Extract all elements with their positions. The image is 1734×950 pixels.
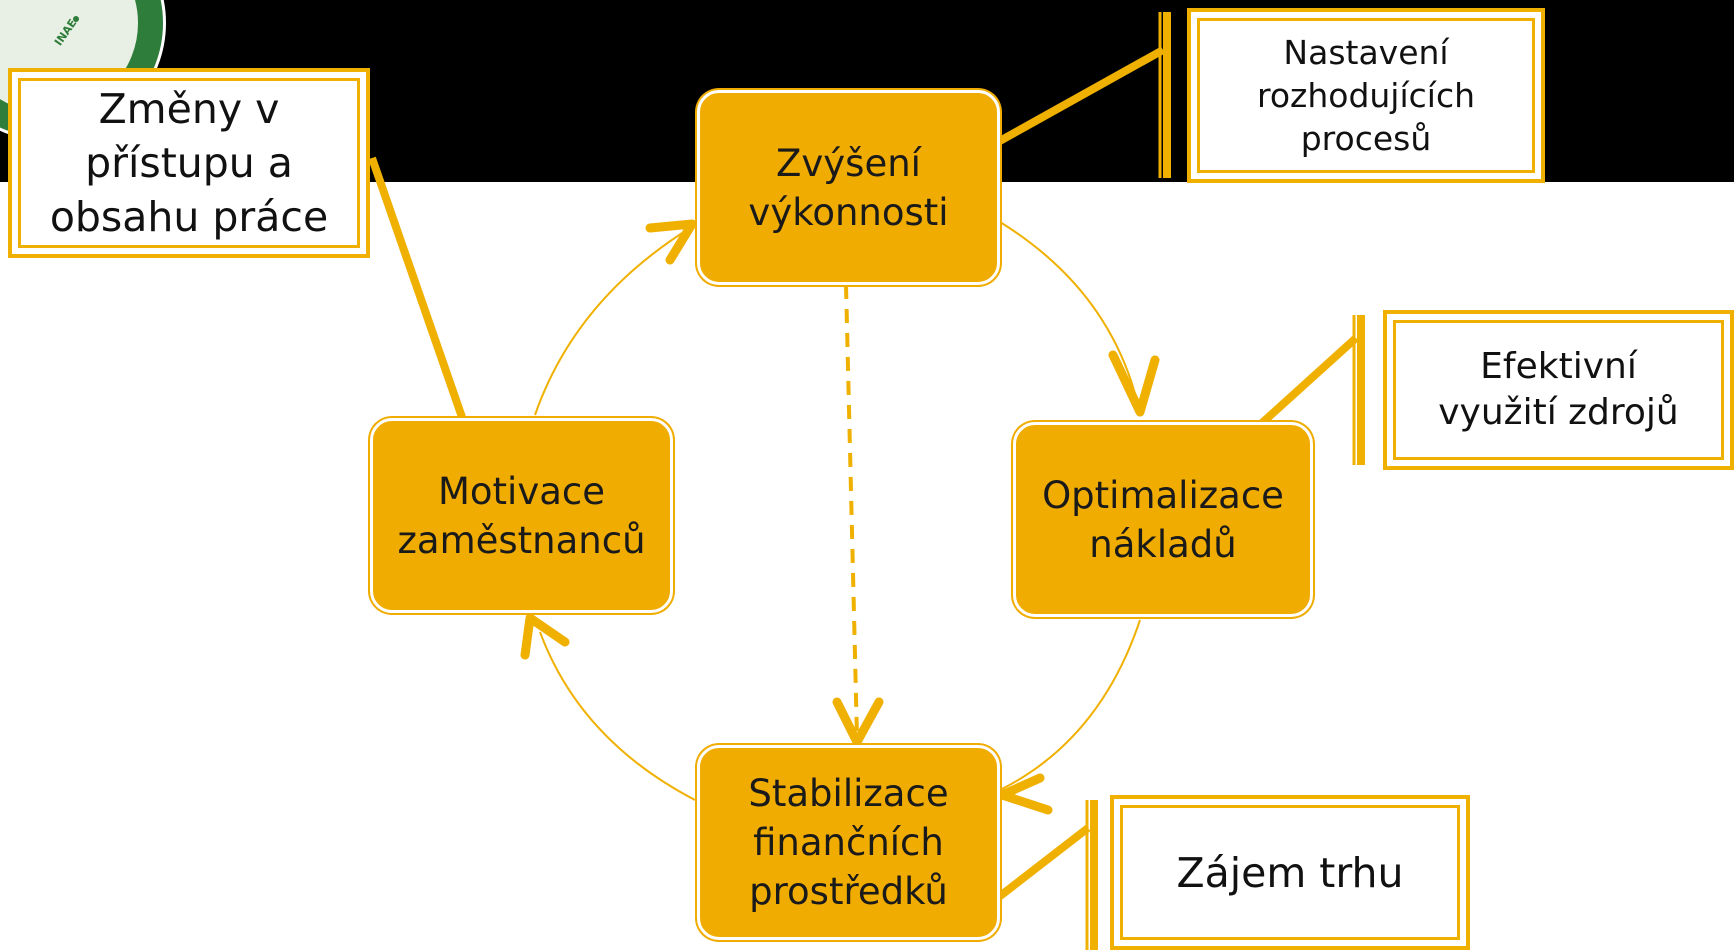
callout-zmeny-label: Změny v přístupu a obsahu práce: [49, 85, 329, 241]
connector-top-right: [996, 46, 1165, 146]
bracket-right: [1352, 315, 1365, 465]
node-optimalizace-nakladu: Optimalizace nákladů: [1013, 422, 1313, 617]
callout-efektivni-label: Efektivní využití zdrojů: [1438, 346, 1679, 433]
connector-top-left: [368, 156, 467, 422]
arc-left-to-top: [534, 227, 691, 416]
connector-right: [1259, 335, 1359, 426]
arrowhead-bottom: [997, 773, 1053, 815]
arc-top-to-right: [999, 221, 1139, 406]
dashed-center-arrow: [844, 284, 859, 739]
node-motivace-label: Motivace zaměstnanců: [397, 469, 646, 562]
seal-dot: [73, 16, 79, 22]
arrowhead-left: [520, 613, 570, 660]
node-zvyseni-vykonnosti-label: Zvýšení výkonnosti: [748, 141, 949, 234]
callout-zajem-trhu: Zájem trhu: [1110, 795, 1470, 950]
arrowhead-dashed: [832, 697, 884, 747]
callout-nastaveni-procesu: Nastavení rozhodujících procesů: [1187, 8, 1545, 183]
node-motivace-zamestnancu: Motivace zaměstnanců: [370, 418, 673, 613]
node-zvyseni-vykonnosti: Zvýšení výkonnosti: [697, 90, 1000, 285]
node-stabilizace-financnich-prostredku: Stabilizace finančních prostředků: [697, 745, 1000, 940]
arrowhead-top: [645, 219, 697, 265]
bracket-bottom-right: [1085, 800, 1098, 950]
callout-zmeny-v-pristupu: Změny v přístupu a obsahu práce: [8, 68, 370, 258]
arrowhead-right: [1108, 350, 1160, 417]
callout-nastaveni-label: Nastavení rozhodujících procesů: [1256, 33, 1476, 158]
node-optimalizace-nakladu-label: Optimalizace nákladů: [1042, 473, 1284, 566]
bracket-top-right: [1158, 12, 1171, 178]
connector-bottom-right: [992, 824, 1091, 904]
arc-right-to-bottom: [999, 619, 1141, 791]
callout-zajem-label: Zájem trhu: [1176, 848, 1404, 897]
callout-efektivni-vyuziti: Efektivní využití zdrojů: [1383, 310, 1734, 470]
arc-bottom-to-left: [539, 631, 696, 801]
node-stabilizace-label: Stabilizace finančních prostředků: [748, 772, 949, 913]
